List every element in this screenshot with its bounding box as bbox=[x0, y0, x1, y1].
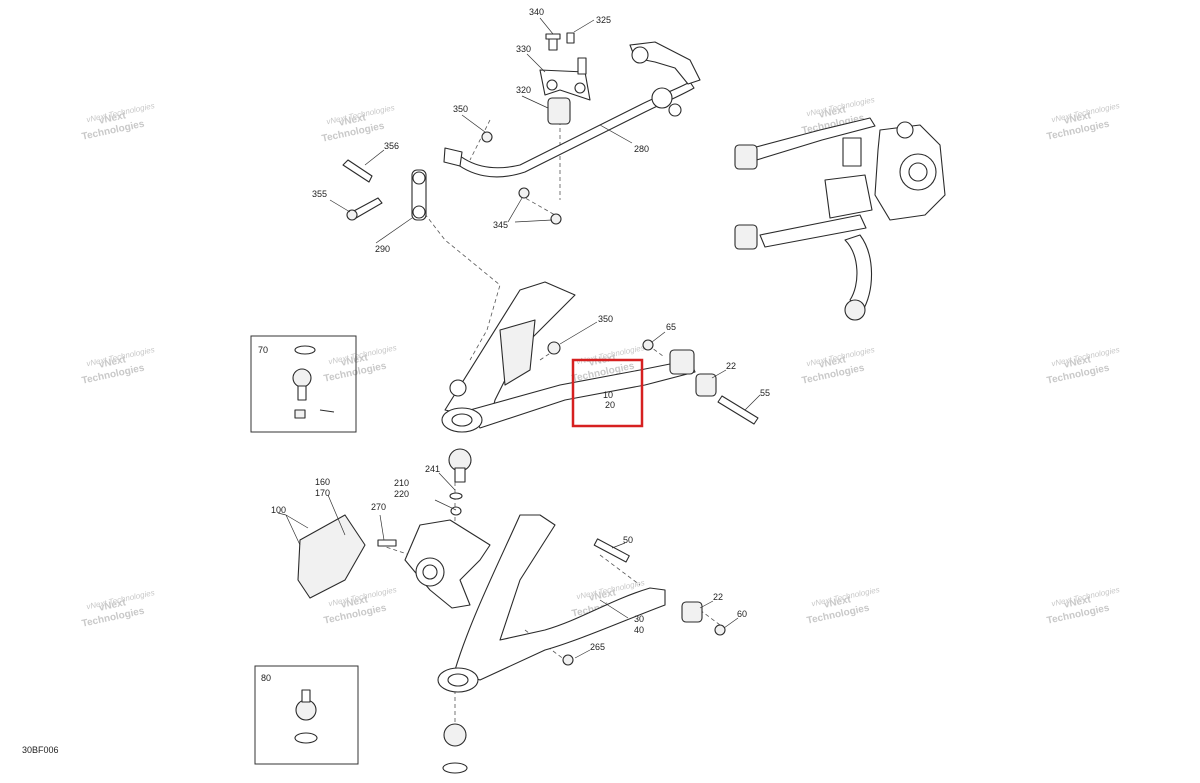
callout-160: 160 bbox=[315, 477, 330, 487]
callout-325: 325 bbox=[596, 15, 611, 25]
bolt-325 bbox=[566, 32, 575, 44]
watermark: vNext Technologies vNext Technologies bbox=[1046, 101, 1121, 143]
lower-assembly bbox=[297, 448, 726, 774]
callout-60: 60 bbox=[737, 609, 747, 619]
watermark: vNext Technologies vNext Technologies bbox=[81, 345, 156, 387]
watermark: vNext Technologies vNext Technologies bbox=[323, 585, 398, 627]
callout-100: 100 bbox=[271, 505, 286, 515]
callout-355: 355 bbox=[312, 189, 327, 199]
nut-345a bbox=[518, 187, 530, 199]
nut-345b bbox=[550, 213, 562, 225]
callout-30: 30 bbox=[634, 614, 644, 624]
callout-22-lower: 22 bbox=[713, 592, 723, 602]
watermark: vNext Technologies vNext Technologies bbox=[806, 585, 881, 627]
bolt-330 bbox=[577, 57, 587, 75]
callout-40: 40 bbox=[634, 625, 644, 635]
callout-340: 340 bbox=[529, 7, 544, 17]
watermarks: vNext Technologies vNext Technologies vN… bbox=[81, 95, 1121, 630]
watermark: vNext Technologies vNext Technologies bbox=[1046, 585, 1121, 627]
callout-70: 70 bbox=[258, 345, 268, 355]
callout-170: 170 bbox=[315, 488, 330, 498]
watermark: vNext Technologies vNext Technologies bbox=[323, 343, 398, 385]
callout-290: 290 bbox=[375, 244, 390, 254]
callout-22-upper: 22 bbox=[726, 361, 736, 371]
callouts: 340 325 330 320 280 350 356 355 290 345 … bbox=[258, 7, 770, 683]
sway-bar-end bbox=[443, 147, 463, 167]
callout-350-top: 350 bbox=[453, 104, 468, 114]
highlight-box bbox=[571, 358, 644, 428]
nut-350-top bbox=[481, 131, 493, 143]
sway-bar-assembly bbox=[342, 32, 701, 225]
callout-356: 356 bbox=[384, 141, 399, 151]
callout-20: 20 bbox=[605, 400, 615, 410]
callout-220: 220 bbox=[394, 489, 409, 499]
assembled-suspension-iso bbox=[734, 117, 946, 321]
detail-box-70 bbox=[250, 335, 357, 433]
callout-65: 65 bbox=[666, 322, 676, 332]
detail-box-80 bbox=[254, 665, 359, 765]
callout-280: 280 bbox=[634, 144, 649, 154]
callout-10: 10 bbox=[603, 390, 613, 400]
watermark: vNext Technologies vNext Technologies bbox=[801, 345, 876, 387]
bolt-356 bbox=[342, 159, 373, 183]
knuckle bbox=[404, 519, 491, 609]
lower-a-arm bbox=[454, 514, 666, 681]
watermark: vNext Technologies vNext Technologies bbox=[321, 103, 396, 145]
sway-bar bbox=[451, 81, 695, 178]
callout-50: 50 bbox=[623, 535, 633, 545]
callout-265: 265 bbox=[590, 642, 605, 652]
callout-210: 210 bbox=[394, 478, 409, 488]
callout-320: 320 bbox=[516, 85, 531, 95]
leader-lines bbox=[277, 17, 761, 659]
sway-bar-bushing bbox=[547, 97, 571, 125]
callout-330: 330 bbox=[516, 44, 531, 54]
watermark: vNext Technologies vNext Technologies bbox=[81, 588, 156, 630]
watermark: vNext Technologies vNext Technologies bbox=[1046, 345, 1121, 387]
callout-55: 55 bbox=[760, 388, 770, 398]
upper-a-arm bbox=[441, 281, 759, 433]
watermark: vNext Technologies vNext Technologies bbox=[81, 101, 156, 143]
callout-80: 80 bbox=[261, 673, 271, 683]
figure-code: 30BF006 bbox=[22, 745, 59, 755]
callout-241: 241 bbox=[425, 464, 440, 474]
callout-350-mid: 350 bbox=[598, 314, 613, 324]
callout-270: 270 bbox=[371, 502, 386, 512]
callout-345: 345 bbox=[493, 220, 508, 230]
